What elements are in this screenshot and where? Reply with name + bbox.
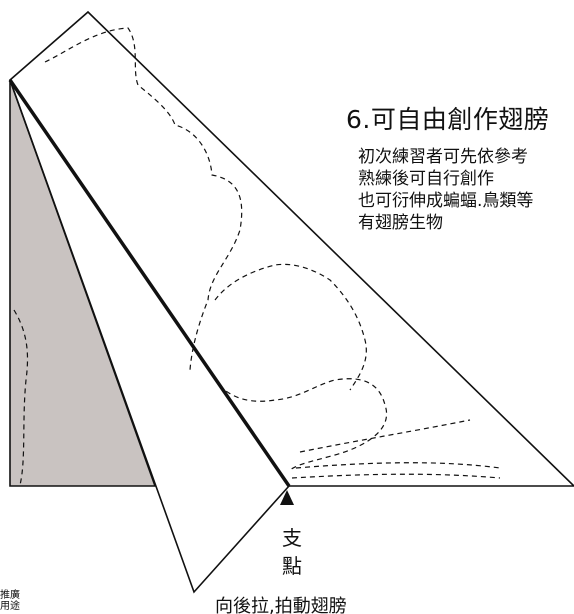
pull-instruction-label: 向後拉,拍動翅膀: [215, 596, 347, 614]
instruction-line: 熟練後可自行創作: [358, 169, 494, 189]
step-title: 6.可自由創作翅膀: [346, 105, 550, 134]
corner-note: 推廣 用途: [0, 590, 20, 612]
instruction-line: 也可衍伸成蝙蝠.鳥類等: [358, 191, 534, 211]
fulcrum-marker-icon: [280, 490, 294, 505]
instruction-line: 初次練習者可先依參考: [358, 147, 528, 167]
base-cut-guide: [291, 419, 501, 479]
fulcrum-label-char-1: 支: [282, 526, 302, 550]
corner-note-line: 用途: [0, 601, 20, 612]
wing-flap-outline: [9, 79, 290, 594]
instruction-line: 有翅膀生物: [358, 213, 443, 233]
wing-cut-guide: [44, 27, 388, 471]
fulcrum-label-char-2: 點: [282, 554, 302, 578]
body-cut-guide: [13, 309, 29, 486]
corner-note-line: 推廣: [0, 590, 20, 601]
instruction-text: 初次練習者可先依參考 熟練後可自行創作 也可衍伸成蝙蝠.鳥類等 有翅膀生物: [358, 146, 533, 234]
center-crease-line: [8, 79, 291, 487]
